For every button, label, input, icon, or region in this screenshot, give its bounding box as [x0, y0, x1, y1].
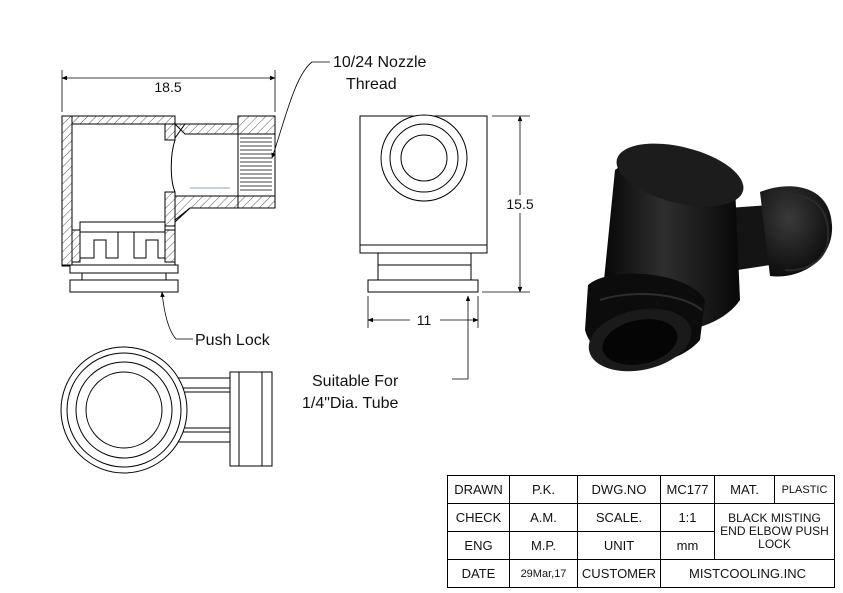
depth-dimension-label: 11 [417, 312, 432, 328]
tube-leader [452, 295, 471, 380]
nozzle-thread-label-1: 10/24 Nozzle [333, 54, 426, 71]
nozzle-thread-leader [271, 61, 330, 159]
product-render [585, 143, 833, 372]
width-dimension-label: 18.5 [154, 79, 181, 95]
dwg-no-label: DWG.NO [577, 475, 661, 504]
customer-value: MISTCOOLING.INC [660, 559, 835, 588]
title-block: DRAWN P.K. DWG.NO MC177 MAT. PLASTIC CHE… [447, 475, 835, 588]
mat-value: PLASTIC [774, 475, 835, 504]
tube-label-1: Suitable For [312, 373, 399, 390]
check-value: A.M. [509, 503, 578, 532]
unit-label: UNIT [577, 531, 661, 560]
dwg-no-value: MC177 [660, 475, 715, 504]
check-label: CHECK [447, 503, 510, 532]
side-view [359, 114, 488, 293]
drawn-value: P.K. [509, 475, 578, 504]
bottom-view [60, 346, 273, 474]
front-section-view [61, 115, 276, 293]
scale-label: SCALE. [577, 503, 661, 532]
date-value: 29Mar,17 [509, 559, 578, 588]
height-dimension-label: 15.5 [506, 196, 533, 212]
mat-label: MAT. [714, 475, 775, 504]
scale-value: 1:1 [660, 503, 715, 532]
customer-label: CUSTOMER [577, 559, 661, 588]
eng-label: ENG [447, 531, 510, 560]
unit-value: mm [660, 531, 715, 560]
tube-label-2: 1/4"Dia. Tube [302, 395, 399, 412]
push-lock-label: Push Lock [195, 332, 271, 349]
push-lock-leader [160, 291, 193, 340]
description: BLACK MISTING END ELBOW PUSH LOCK [714, 503, 835, 560]
width-dimension [61, 70, 276, 112]
eng-value: M.P. [509, 531, 578, 560]
drawn-label: DRAWN [447, 475, 510, 504]
date-label: DATE [447, 559, 510, 588]
nozzle-thread-label-2: Thread [346, 76, 397, 93]
